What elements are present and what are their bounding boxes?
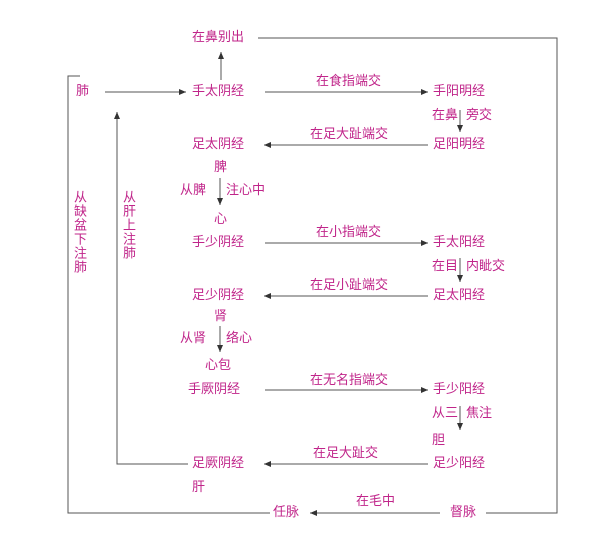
node-shen: 肾 (214, 309, 228, 324)
line-biechu-to-dumai (258, 37, 558, 514)
node-zaimu: 在目 (432, 259, 459, 274)
node-shoutaiyin: 手太阴经 (192, 84, 245, 99)
node-congsan: 从三 (432, 406, 459, 421)
node-luoxin: 络心 (226, 331, 253, 346)
node-renmai: 任脉 (273, 505, 300, 520)
node-shoutaiyang: 手太阳经 (433, 235, 486, 250)
node-pangjiao: 旁交 (466, 108, 493, 123)
node-biechu: 在鼻别出 (192, 30, 245, 45)
node-fei: 肺 (76, 84, 90, 99)
node-pi: 脾 (214, 160, 228, 175)
node-zaibi: 在鼻 (432, 108, 459, 123)
node-xinbao: 心包 (205, 358, 232, 373)
vertical-label-gan-shang: 从肝上注肺 (120, 190, 135, 260)
node-zutaiyin: 足太阴经 (192, 137, 245, 152)
edge-label-maozhong: 在毛中 (356, 494, 396, 509)
node-xin: 心 (214, 212, 228, 227)
node-congshen: 从肾 (180, 331, 207, 346)
node-zutaiyang: 足太阳经 (433, 288, 486, 303)
node-congpi: 从脾 (180, 183, 207, 198)
node-zuyangming: 足阳明经 (433, 137, 486, 152)
node-gan: 肝 (192, 480, 206, 495)
edge-label-shizhi: 在食指端交 (316, 74, 382, 89)
node-zujueyin: 足厥阴经 (192, 456, 245, 471)
edge-label-zudazhi2: 在足大趾交 (313, 446, 379, 461)
node-dan: 胆 (432, 433, 446, 448)
vertical-label-quepen: 从缺盆下注肺 (71, 190, 86, 274)
line-zujueyin-up-to-fei (114, 112, 188, 465)
node-shouyangming: 手阳明经 (433, 84, 486, 99)
node-zhuxinzhong: 注心中 (226, 183, 266, 198)
edge-label-xiaozhi: 在小指端交 (316, 225, 382, 240)
edge-label-zuxiaozhi: 在足小趾端交 (310, 278, 389, 293)
node-shoujueyin: 手厥阴经 (188, 382, 241, 397)
line-renmai-up-to-fei (67, 75, 270, 514)
node-shoushaoyin: 手少阴经 (192, 235, 245, 250)
edge-label-zudazhi: 在足大趾端交 (310, 127, 389, 142)
node-zushaoyin: 足少阴经 (192, 288, 245, 303)
node-neizijiao: 内眦交 (466, 259, 506, 274)
node-zushaoyang: 足少阳经 (433, 456, 486, 471)
node-shoushaoyang: 手少阳经 (433, 382, 486, 397)
node-jiaozhu: 焦注 (466, 406, 493, 421)
node-dumai: 督脉 (450, 505, 477, 520)
edge-label-wuming: 在无名指端交 (310, 373, 389, 388)
